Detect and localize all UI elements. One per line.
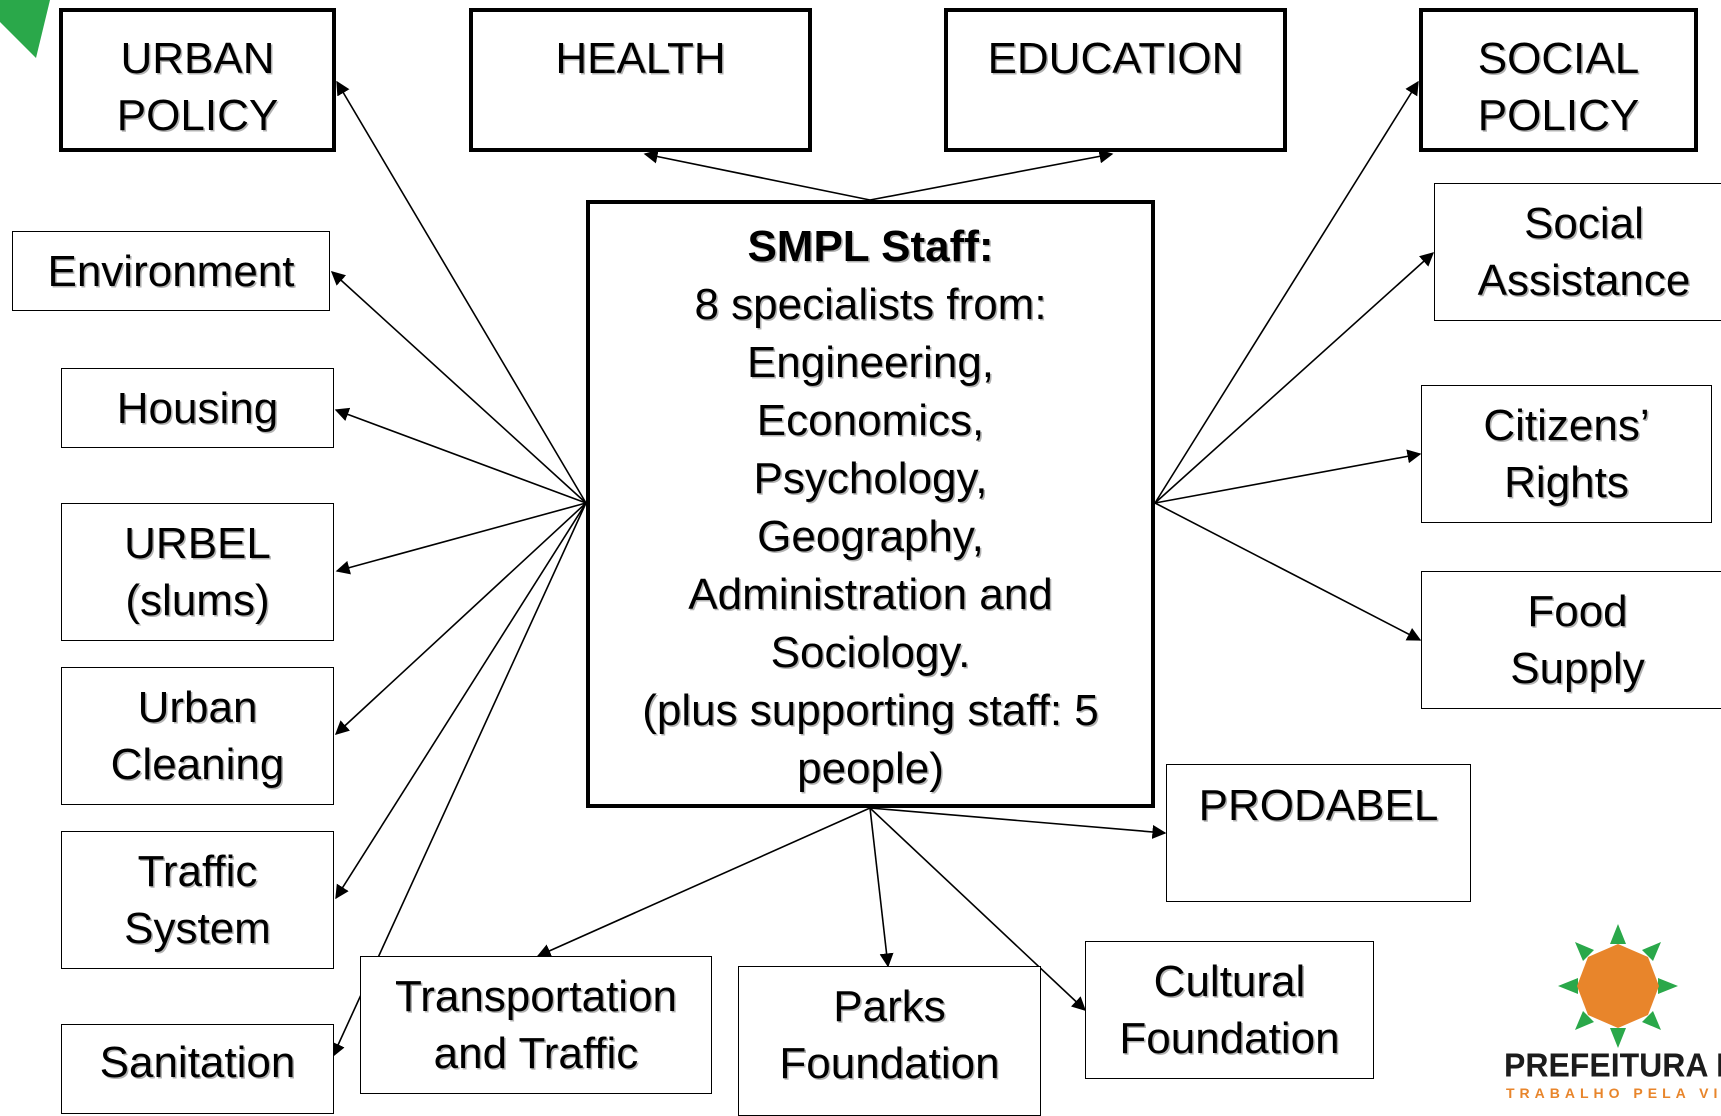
urban-cleaning-label: Urban Cleaning [110,683,285,789]
corner-accent-shape [0,0,50,58]
arrow-to-food-supply [1154,502,1422,641]
health-box: HEALTH [469,8,812,152]
arrow-to-transportation [536,807,871,958]
urban-policy-box: URBAN POLICY [59,8,336,152]
food-supply-label: Food Supply [1510,587,1645,693]
sanitation-label: Sanitation [99,1037,296,1087]
transportation-box: Transportation and Traffic [360,956,712,1094]
social-assistance-box: Social Assistance [1434,183,1721,321]
education-box: EDUCATION [944,8,1287,152]
cultural-box: Cultural Foundation [1085,941,1374,1079]
arrow-to-health [643,149,871,201]
health-label: HEALTH [555,34,726,83]
arrow-to-social-assistance [1154,252,1435,504]
arrow-to-education [869,149,1114,201]
arrow-to-prodabel [869,807,1167,839]
arrow-to-environment [330,271,587,504]
arrow-to-urban-cleaning [334,502,587,735]
social-policy-label: SOCIAL POLICY [1477,34,1640,140]
housing-box: Housing [61,368,334,448]
parks-box: Parks Foundation [738,966,1041,1116]
social-policy-box: SOCIAL POLICY [1419,8,1698,152]
arrow-to-traffic-system [335,502,587,900]
housing-label: Housing [116,383,279,433]
smpl-staff-heading: SMPL Staff: [747,222,994,271]
transportation-label: Transportation and Traffic [394,972,678,1078]
logo-tagline: TRABALHO PELA VIDA [1506,1085,1721,1101]
smpl-staff-box: SMPL Staff: 8 specialists from: Engineer… [586,200,1155,808]
cultural-label: Cultural Foundation [1119,957,1340,1063]
arrow-to-urbel [335,502,587,575]
prefeitura-logo: PREFEITURA BH TRABALHO PELA VIDA [1500,922,1721,1101]
citizens-rights-label: Citizens’ Rights [1483,401,1650,507]
arrow-to-housing [334,407,587,504]
education-label: EDUCATION [987,34,1244,83]
traffic-system-box: Traffic System [61,831,334,969]
arrow-to-parks [869,807,894,968]
urbel-box: URBEL (slums) [61,503,334,641]
prodabel-box: PRODABEL [1166,764,1471,902]
urban-cleaning-box: Urban Cleaning [61,667,334,805]
arrow-to-citizens-rights [1154,449,1422,504]
sun-emblem-icon [1558,924,1678,1048]
social-assistance-label: Social Assistance [1477,199,1691,305]
urbel-label: URBEL (slums) [124,519,271,625]
environment-box: Environment [12,231,330,311]
parks-label: Parks Foundation [779,982,1000,1088]
smpl-staff-description: 8 specialists from: Engineering, Economi… [642,280,1099,793]
environment-label: Environment [47,246,295,296]
logo-name: PREFEITURA BH [1504,1046,1721,1084]
traffic-system-label: Traffic System [124,847,271,953]
sanitation-box: Sanitation [61,1024,334,1114]
urban-policy-label: URBAN POLICY [116,34,279,140]
prodabel-label: PRODABEL [1198,781,1439,830]
food-supply-box: Food Supply [1421,571,1721,709]
citizens-rights-box: Citizens’ Rights [1421,385,1712,523]
